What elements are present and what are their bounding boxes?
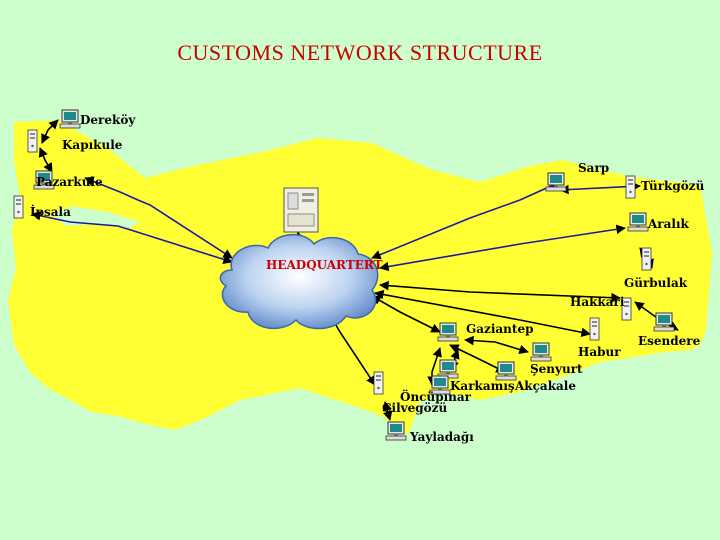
headquarters-hub[interactable]: HEADQUARTERT: [219, 187, 383, 330]
link-aralik: [379, 224, 626, 272]
computer-icon: [385, 421, 407, 441]
node-label: Türkgözü: [641, 179, 705, 193]
node-akcakale[interactable]: Akçakale: [495, 361, 576, 393]
node-label: Kapıkule: [62, 138, 123, 152]
node-kapikule[interactable]: Kapıkule: [27, 129, 123, 153]
node-cilvegozu[interactable]: Cilvegözü: [373, 371, 447, 415]
node-label: İpsala: [30, 204, 71, 219]
node-derekoy[interactable]: Dereköy: [59, 109, 136, 129]
link-ipsala: [31, 211, 233, 264]
node-label: Dereköy: [80, 113, 136, 127]
computer-icon: [437, 322, 459, 342]
node-label: Pazarkule: [36, 175, 103, 189]
node-turkgozu[interactable]: Türkgözü: [625, 175, 705, 199]
cloud-network-icon: [219, 234, 379, 330]
link-kapikule: [38, 147, 53, 173]
node-label: Gaziantep: [466, 322, 533, 336]
diagram-title: CUSTOMS NETWORK STRUCTURE: [177, 40, 543, 65]
node-ipsala[interactable]: İpsala: [13, 195, 71, 219]
computer-icon: [625, 175, 636, 199]
computer-icon: [495, 361, 517, 381]
node-label: Şenyurt: [530, 362, 583, 376]
computer-icon: [530, 342, 552, 362]
node-label: Hakkari: [570, 295, 625, 309]
node-esendere[interactable]: Esendere: [638, 312, 701, 348]
node-gurbulak[interactable]: Gürbulak: [624, 247, 688, 290]
hub-label: HEADQUARTERT: [266, 258, 383, 272]
server-icon: [283, 187, 319, 233]
node-label: Cilvegözü: [382, 401, 447, 415]
node-pazarkule[interactable]: Pazarkule: [33, 170, 103, 190]
computer-icon: [27, 129, 38, 153]
node-label: Habur: [578, 345, 621, 359]
node-label: Yayladağı: [409, 430, 474, 444]
node-label: Öncüpınar: [400, 388, 472, 404]
node-sarp[interactable]: Sarp: [545, 161, 609, 192]
computer-icon: [437, 359, 459, 379]
node-label: Gürbulak: [624, 276, 688, 290]
link-yayladagi: [382, 401, 393, 421]
computer-icon: [653, 312, 675, 332]
node-label: Akçakale: [514, 379, 576, 393]
computer-icon: [373, 371, 384, 395]
node-habur[interactable]: Habur: [578, 317, 621, 359]
node-gaziantep[interactable]: Gaziantep: [437, 322, 533, 342]
computer-icon: [589, 317, 600, 341]
link-senyurt: [464, 335, 529, 355]
computer-icon: [13, 195, 24, 219]
link-derekoy: [41, 119, 59, 144]
computer-icon: [641, 247, 652, 271]
node-yayladagi[interactable]: Yayladağı: [385, 421, 474, 444]
link-gaziantep: [371, 295, 441, 333]
node-oncupinar[interactable]: Öncüpınar: [400, 375, 472, 404]
node-karkamis[interactable]: Karkamış: [437, 359, 515, 393]
node-label: Karkamış: [450, 379, 515, 393]
computer-icon: [545, 172, 567, 192]
node-aralik[interactable]: Aralık: [627, 212, 690, 232]
node-senyurt[interactable]: Şenyurt: [530, 342, 583, 376]
computer-icon: [627, 212, 649, 232]
node-label: Esendere: [638, 334, 701, 348]
computer-icon: [59, 109, 81, 129]
node-label: Sarp: [578, 161, 609, 175]
node-label: Aralık: [647, 217, 690, 231]
node-hakkari[interactable]: Hakkari: [570, 295, 632, 321]
